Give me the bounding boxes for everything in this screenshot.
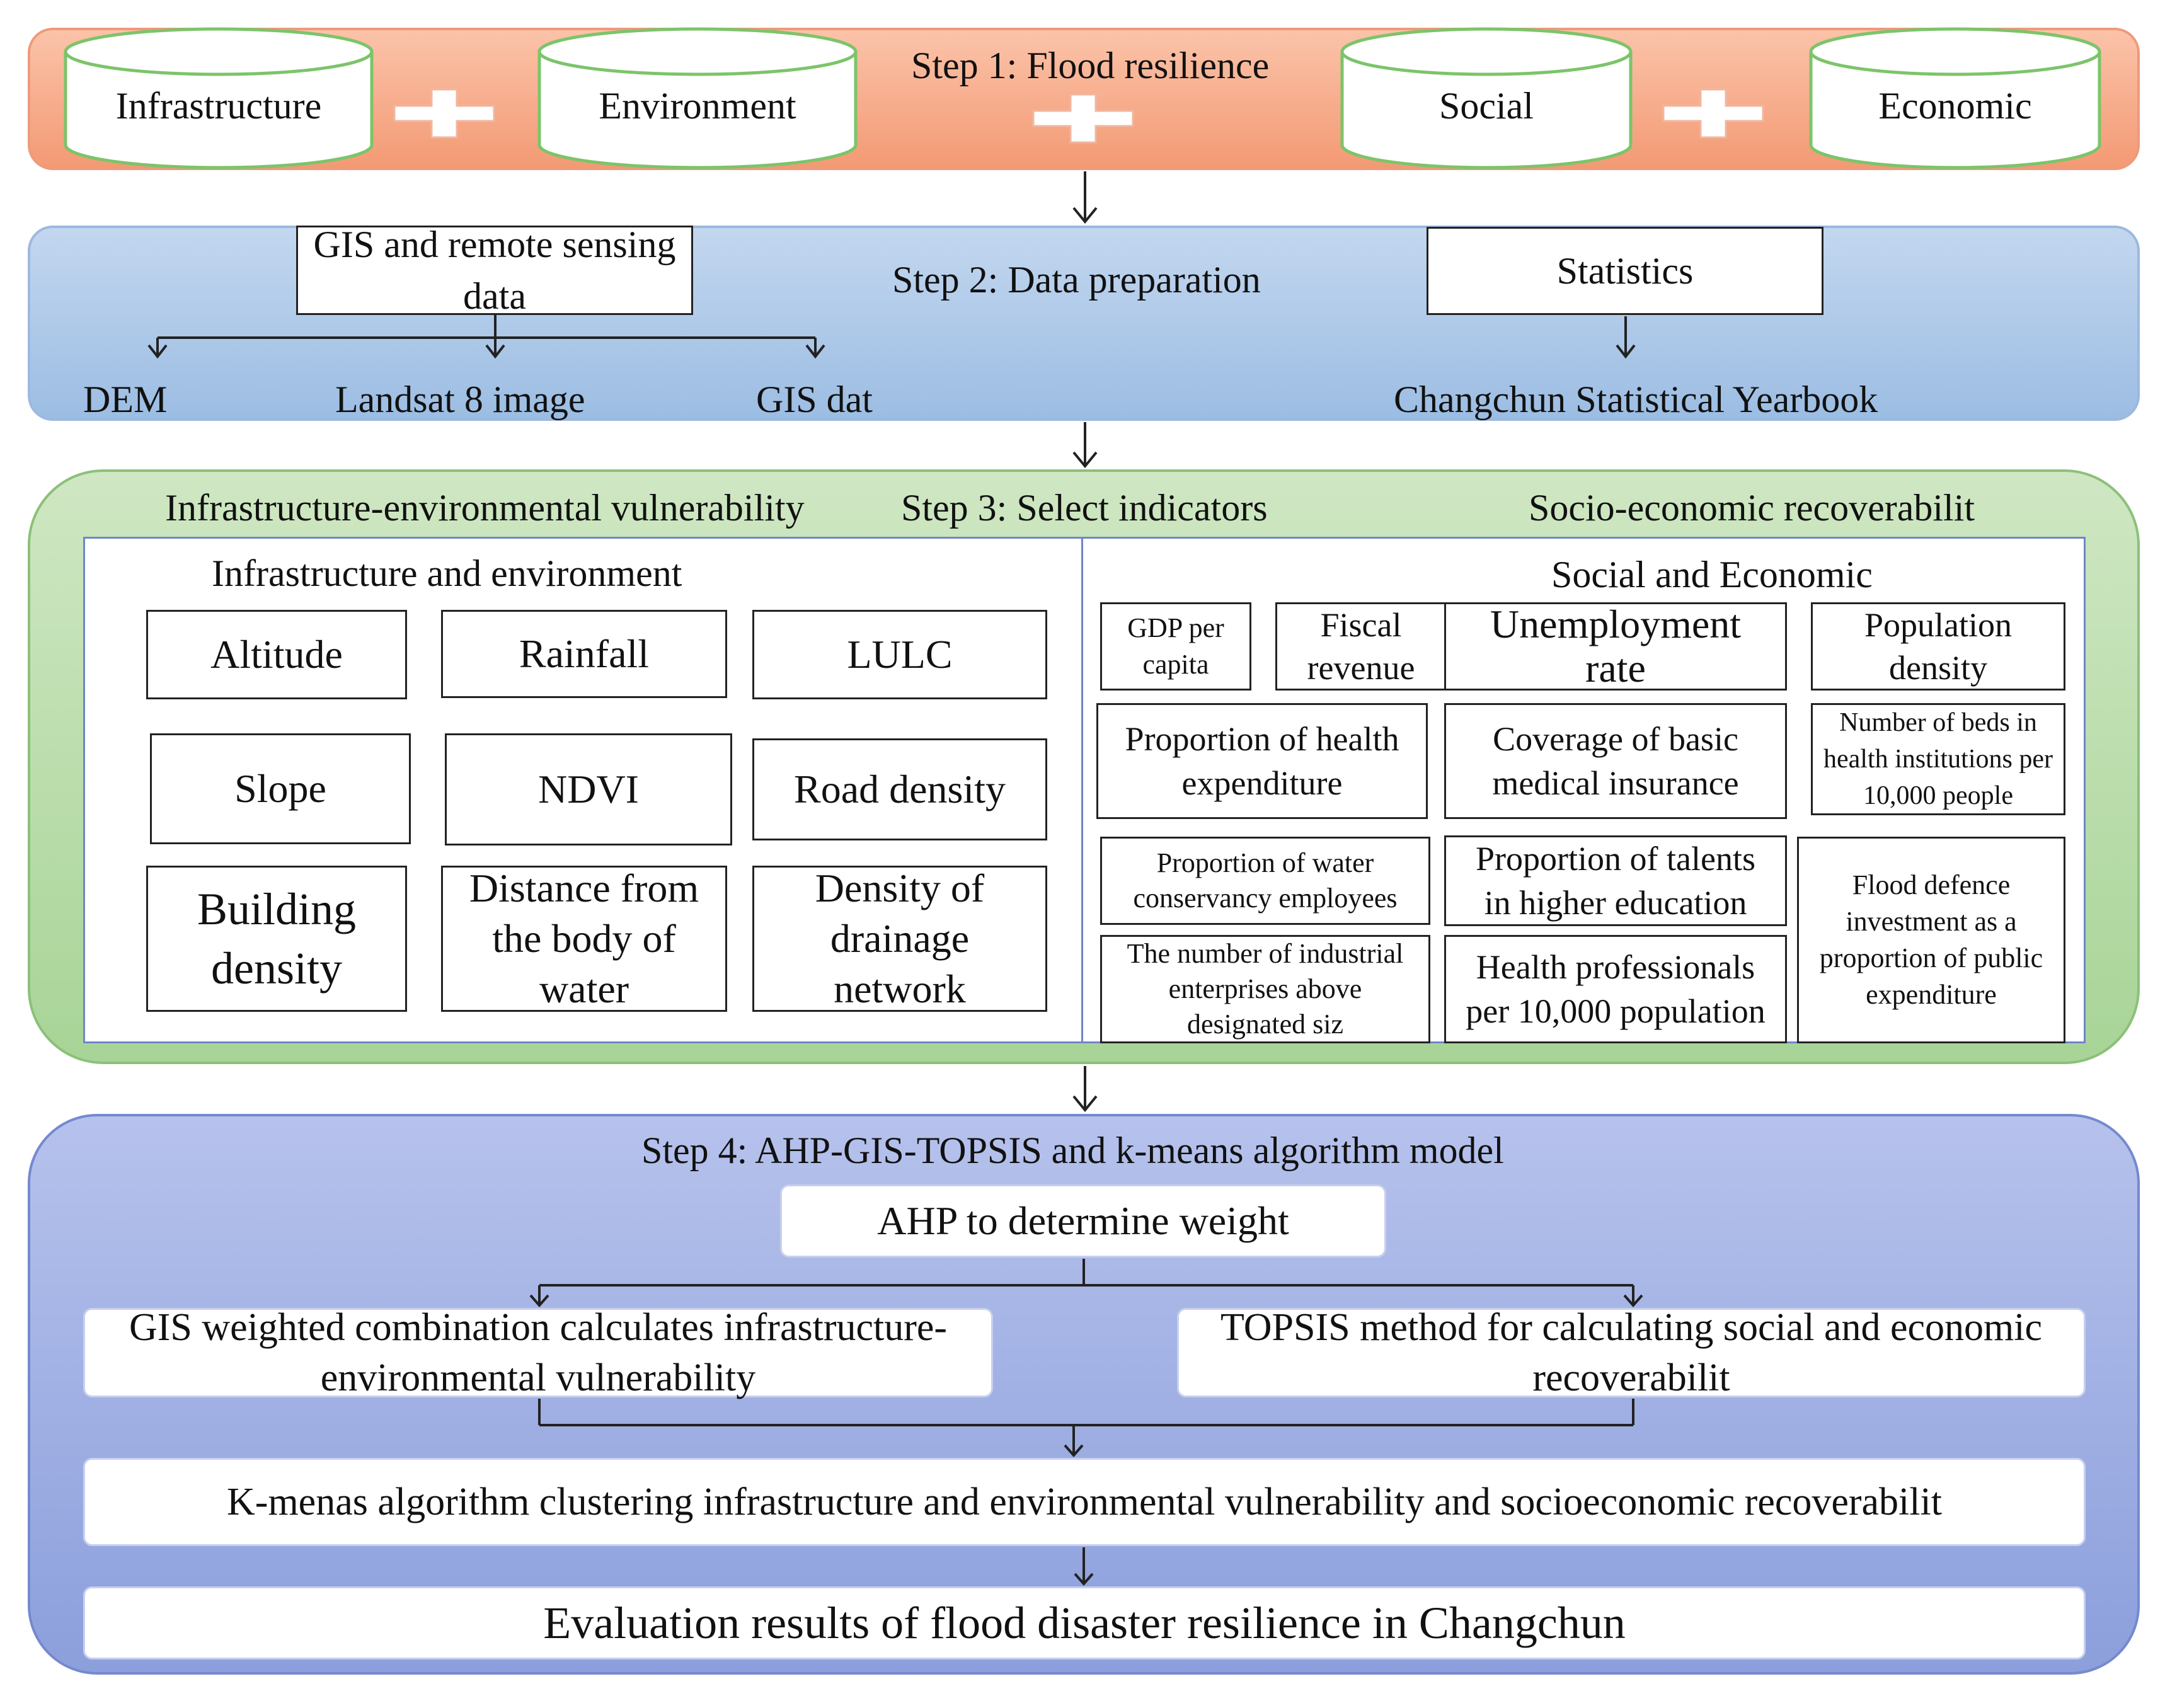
indicator-building-density: Building density bbox=[146, 866, 407, 1012]
step4-title: Step 4: AHP-GIS-TOPSIS and k-means algor… bbox=[641, 1130, 1504, 1171]
gis-remote-sensing-box: GIS and remote sensing data bbox=[296, 224, 693, 317]
indicator-population-density: Population density bbox=[1811, 602, 2065, 691]
step2-title: Step 2: Data preparation bbox=[892, 259, 1261, 301]
indicator-distance-water: Distance from the body of water bbox=[441, 866, 727, 1012]
cylinder-label: Infrastructure bbox=[115, 85, 322, 127]
gis-weighted-box: GIS weighted combination calculates infr… bbox=[83, 1306, 993, 1399]
indicator-gdp-per-capita: GDP per capita bbox=[1100, 602, 1251, 691]
indicator-rainfall: Rainfall bbox=[441, 610, 727, 698]
indicator-ndvi: NDVI bbox=[445, 733, 732, 845]
cylinder-label: Environment bbox=[599, 85, 796, 127]
ahp-weight-box: AHP to determine weight bbox=[780, 1184, 1386, 1258]
output-yearbook: Changchun Statistical Yearbook bbox=[1394, 379, 1878, 420]
plus-icon bbox=[1661, 87, 1766, 140]
indicator-slope: Slope bbox=[150, 733, 411, 844]
indicator-flood-defence-investment: Flood defence investment as a proportion… bbox=[1797, 837, 2065, 1043]
output-gis-dat: GIS dat bbox=[756, 379, 873, 420]
kmeans-box: K-menas algorithm clustering infrastruct… bbox=[83, 1458, 2086, 1546]
indicator-altitude: Altitude bbox=[146, 610, 407, 699]
cylinder-infrastructure: Infrastructure bbox=[63, 26, 374, 170]
step1-title: Step 1: Flood resilience bbox=[911, 45, 1270, 86]
topsis-box: TOPSIS method for calculating social and… bbox=[1177, 1306, 2086, 1399]
indicator-beds-per-10000: Number of beds in health institutions pe… bbox=[1811, 703, 2065, 815]
output-dem: DEM bbox=[83, 379, 168, 420]
cylinder-environment: Environment bbox=[537, 26, 858, 170]
statistics-box: Statistics bbox=[1427, 227, 1823, 315]
indicator-drainage-density: Density of drainage network bbox=[752, 866, 1047, 1012]
gis-remote-sensing-label: GIS and remote sensing data bbox=[313, 224, 676, 317]
indicator-health-professionals: Health professionals per 10,000 populati… bbox=[1444, 935, 1787, 1043]
evaluation-result-box: Evaluation results of flood disaster res… bbox=[83, 1586, 2086, 1659]
left-subheader: Infrastructure and environment bbox=[212, 553, 682, 594]
indicator-lulc: LULC bbox=[752, 610, 1047, 699]
right-subheader: Social and Economic bbox=[1551, 554, 1873, 595]
indicator-industrial-enterprises: The number of industrial enterprises abo… bbox=[1100, 935, 1430, 1043]
indicator-medical-insurance: Coverage of basic medical insurance bbox=[1444, 703, 1787, 819]
indicator-road-density: Road density bbox=[752, 738, 1047, 840]
right-header: Socio-economic recoverabilit bbox=[1529, 487, 1975, 529]
cylinder-social: Social bbox=[1340, 26, 1633, 170]
cylinder-economic: Economic bbox=[1808, 26, 2102, 170]
indicator-fiscal-revenue: Fiscal revenue bbox=[1275, 602, 1447, 691]
step3-title: Step 3: Select indicators bbox=[901, 487, 1268, 529]
left-header: Infrastructure-environmental vulnerabili… bbox=[165, 487, 805, 529]
indicator-water-conservancy-employees: Proportion of water conservancy employee… bbox=[1100, 837, 1430, 925]
indicator-health-expenditure: Proportion of health expenditure bbox=[1096, 703, 1428, 819]
cylinder-label: Social bbox=[1439, 85, 1534, 127]
output-landsat: Landsat 8 image bbox=[335, 379, 585, 420]
statistics-label: Statistics bbox=[1556, 249, 1694, 292]
cylinder-label: Economic bbox=[1878, 85, 2032, 127]
plus-icon bbox=[392, 87, 497, 140]
indicator-higher-education-talents: Proportion of talents in higher educatio… bbox=[1444, 835, 1787, 926]
indicators-divider bbox=[1081, 537, 1083, 1043]
indicator-unemployment-rate: Unemployment rate bbox=[1444, 602, 1787, 691]
plus-icon bbox=[1031, 92, 1135, 145]
